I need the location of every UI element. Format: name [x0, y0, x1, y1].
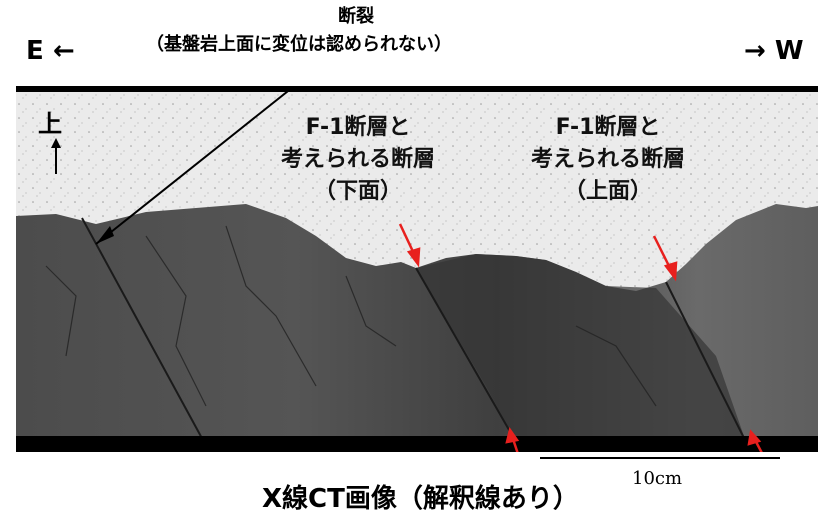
fissure-line	[81, 217, 205, 443]
crack	[45, 265, 77, 357]
fissure-pointer	[95, 86, 296, 245]
annotation-lower-face: F-1断層と 考えられる断層 （下面）	[258, 112, 458, 208]
annotation-upper-face: F-1断層と 考えられる断層 （上面）	[508, 112, 708, 208]
annotation-lower-line3: （下面）	[313, 179, 402, 204]
west-direction: → W	[744, 36, 804, 66]
fissure-note: （基盤岩上面に変位は認められない）	[146, 34, 452, 55]
annotation-lower-line2: 考えられる断層	[280, 147, 435, 172]
fissure-title: 断裂	[338, 6, 374, 27]
east-label: E	[26, 36, 44, 66]
crack	[345, 275, 397, 347]
scale-label: 10cm	[632, 468, 683, 489]
top-border	[16, 86, 818, 92]
bottom-border	[16, 436, 818, 452]
annotation-upper-line3: （上面）	[563, 179, 652, 204]
annotation-upper-line1: F-1断層と	[555, 115, 661, 140]
red-arrow-lower-bottom-head	[505, 427, 520, 444]
fault-line-upper	[665, 281, 747, 443]
up-label: 上	[38, 110, 62, 138]
fault-zone	[416, 254, 746, 442]
arrow-left-icon: ←	[52, 36, 75, 66]
east-direction: E ←	[26, 36, 75, 66]
crack	[225, 225, 317, 387]
annotation-upper-line2: 考えられる断層	[530, 147, 685, 172]
ct-core-image	[16, 86, 818, 452]
red-arrow-lower-top-head	[406, 247, 421, 268]
up-arrow-head-icon	[51, 138, 61, 148]
red-arrow-upper-bottom	[752, 437, 763, 452]
fissure-pointer-head	[96, 226, 114, 244]
scale-bar	[540, 457, 780, 459]
crack	[145, 235, 207, 407]
red-arrow-lower-bottom	[510, 435, 519, 452]
crack	[575, 325, 657, 407]
fault-line-lower	[415, 267, 517, 443]
west-label: W	[774, 36, 804, 66]
red-arrow-upper-bottom-head	[747, 429, 762, 446]
annotation-lower-line1: F-1断層と	[305, 115, 411, 140]
figure-caption: X線CT画像（解釈線あり）	[262, 484, 579, 514]
arrow-right-icon: →	[744, 36, 766, 66]
red-arrow-upper-top-head	[663, 261, 678, 282]
